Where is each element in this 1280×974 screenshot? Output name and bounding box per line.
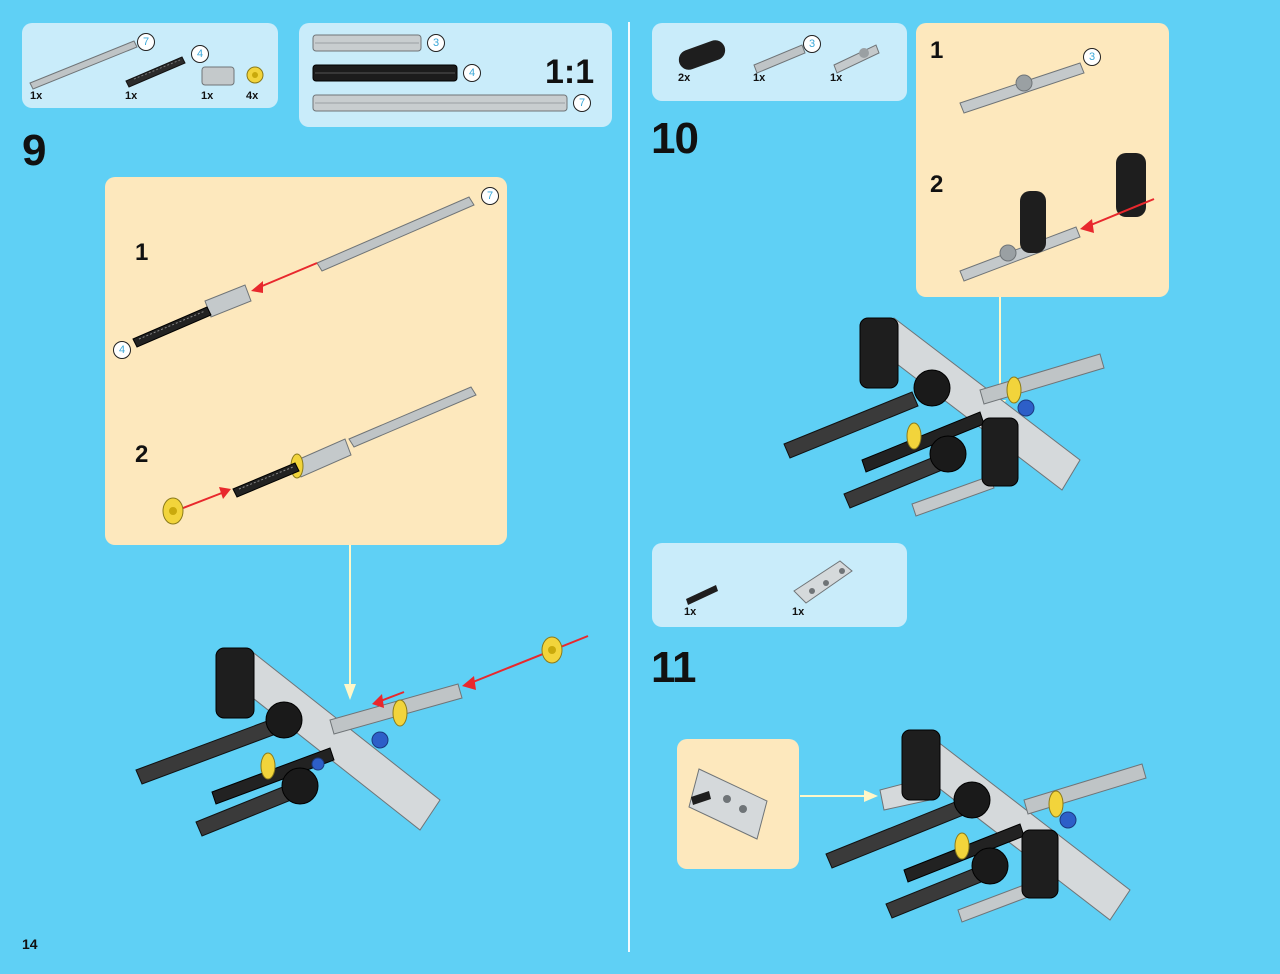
axle-7-icon <box>29 40 138 90</box>
ruler-illustration <box>312 34 568 112</box>
part-qty: 1x <box>792 606 805 618</box>
substep-number-1: 1 <box>930 37 944 64</box>
substep-number-1: 1 <box>135 239 149 266</box>
callout-length-3: 3 <box>803 35 821 53</box>
callout-length-7: 7 <box>481 187 499 205</box>
part-qty: 2x <box>678 72 691 84</box>
step-number-11: 11 <box>651 643 697 692</box>
parts-list-step-11: 1x 1x <box>652 543 907 627</box>
part-qty: 1x <box>30 90 43 102</box>
parts-illustration <box>686 560 853 605</box>
length-ruler-panel: 3 4 7 1:1 <box>299 23 612 127</box>
callout-length-3: 3 <box>1083 48 1101 66</box>
scale-label: 1:1 <box>545 53 595 91</box>
bush-yellow-icon <box>246 66 264 84</box>
part-qty: 1x <box>753 72 766 84</box>
callout-length-7: 7 <box>137 33 155 51</box>
callout-length-4: 4 <box>191 45 209 63</box>
step-number-10: 10 <box>651 114 699 163</box>
ruler-callout-4: 4 <box>463 64 481 82</box>
threaded-axle-icon <box>125 56 186 88</box>
sub-assembly-callout-step-9: 7 4 1 2 <box>105 177 507 545</box>
substep-number-2: 2 <box>135 441 149 468</box>
ruler-callout-3: 3 <box>427 34 445 52</box>
sub-assembly-illustration <box>688 768 768 840</box>
substep-number-2: 2 <box>930 171 944 198</box>
parts-illustration <box>29 40 264 90</box>
part-qty: 1x <box>125 90 138 102</box>
sub-assembly-callout-step-10: 3 1 2 <box>916 23 1169 297</box>
page-divider <box>628 22 630 952</box>
ruler-callout-7: 7 <box>573 94 591 112</box>
sub-assembly-illustration <box>132 196 477 525</box>
part-qty: 1x <box>830 72 843 84</box>
part-qty: 1x <box>201 90 214 102</box>
axle-3-icon <box>753 44 806 74</box>
callout-length-4: 4 <box>113 341 131 359</box>
sub-assembly-illustration <box>959 62 1155 282</box>
page-number: 14 <box>22 936 38 952</box>
pin-black-icon <box>686 585 718 605</box>
bent-liftarm-icon <box>793 560 853 604</box>
axle-pin-icon <box>833 44 880 74</box>
step-number-9: 9 <box>22 126 47 175</box>
parts-list-step-10: 3 2x 1x 1x <box>652 23 907 101</box>
axle-connector-icon <box>201 66 235 86</box>
liftarm-black-icon <box>678 40 726 70</box>
part-qty: 1x <box>684 606 697 618</box>
parts-list-step-9: 7 4 1x 1x 1x 4x <box>22 23 278 108</box>
part-qty: 4x <box>246 90 259 102</box>
sub-assembly-callout-step-11 <box>677 739 799 869</box>
parts-illustration <box>678 40 880 74</box>
